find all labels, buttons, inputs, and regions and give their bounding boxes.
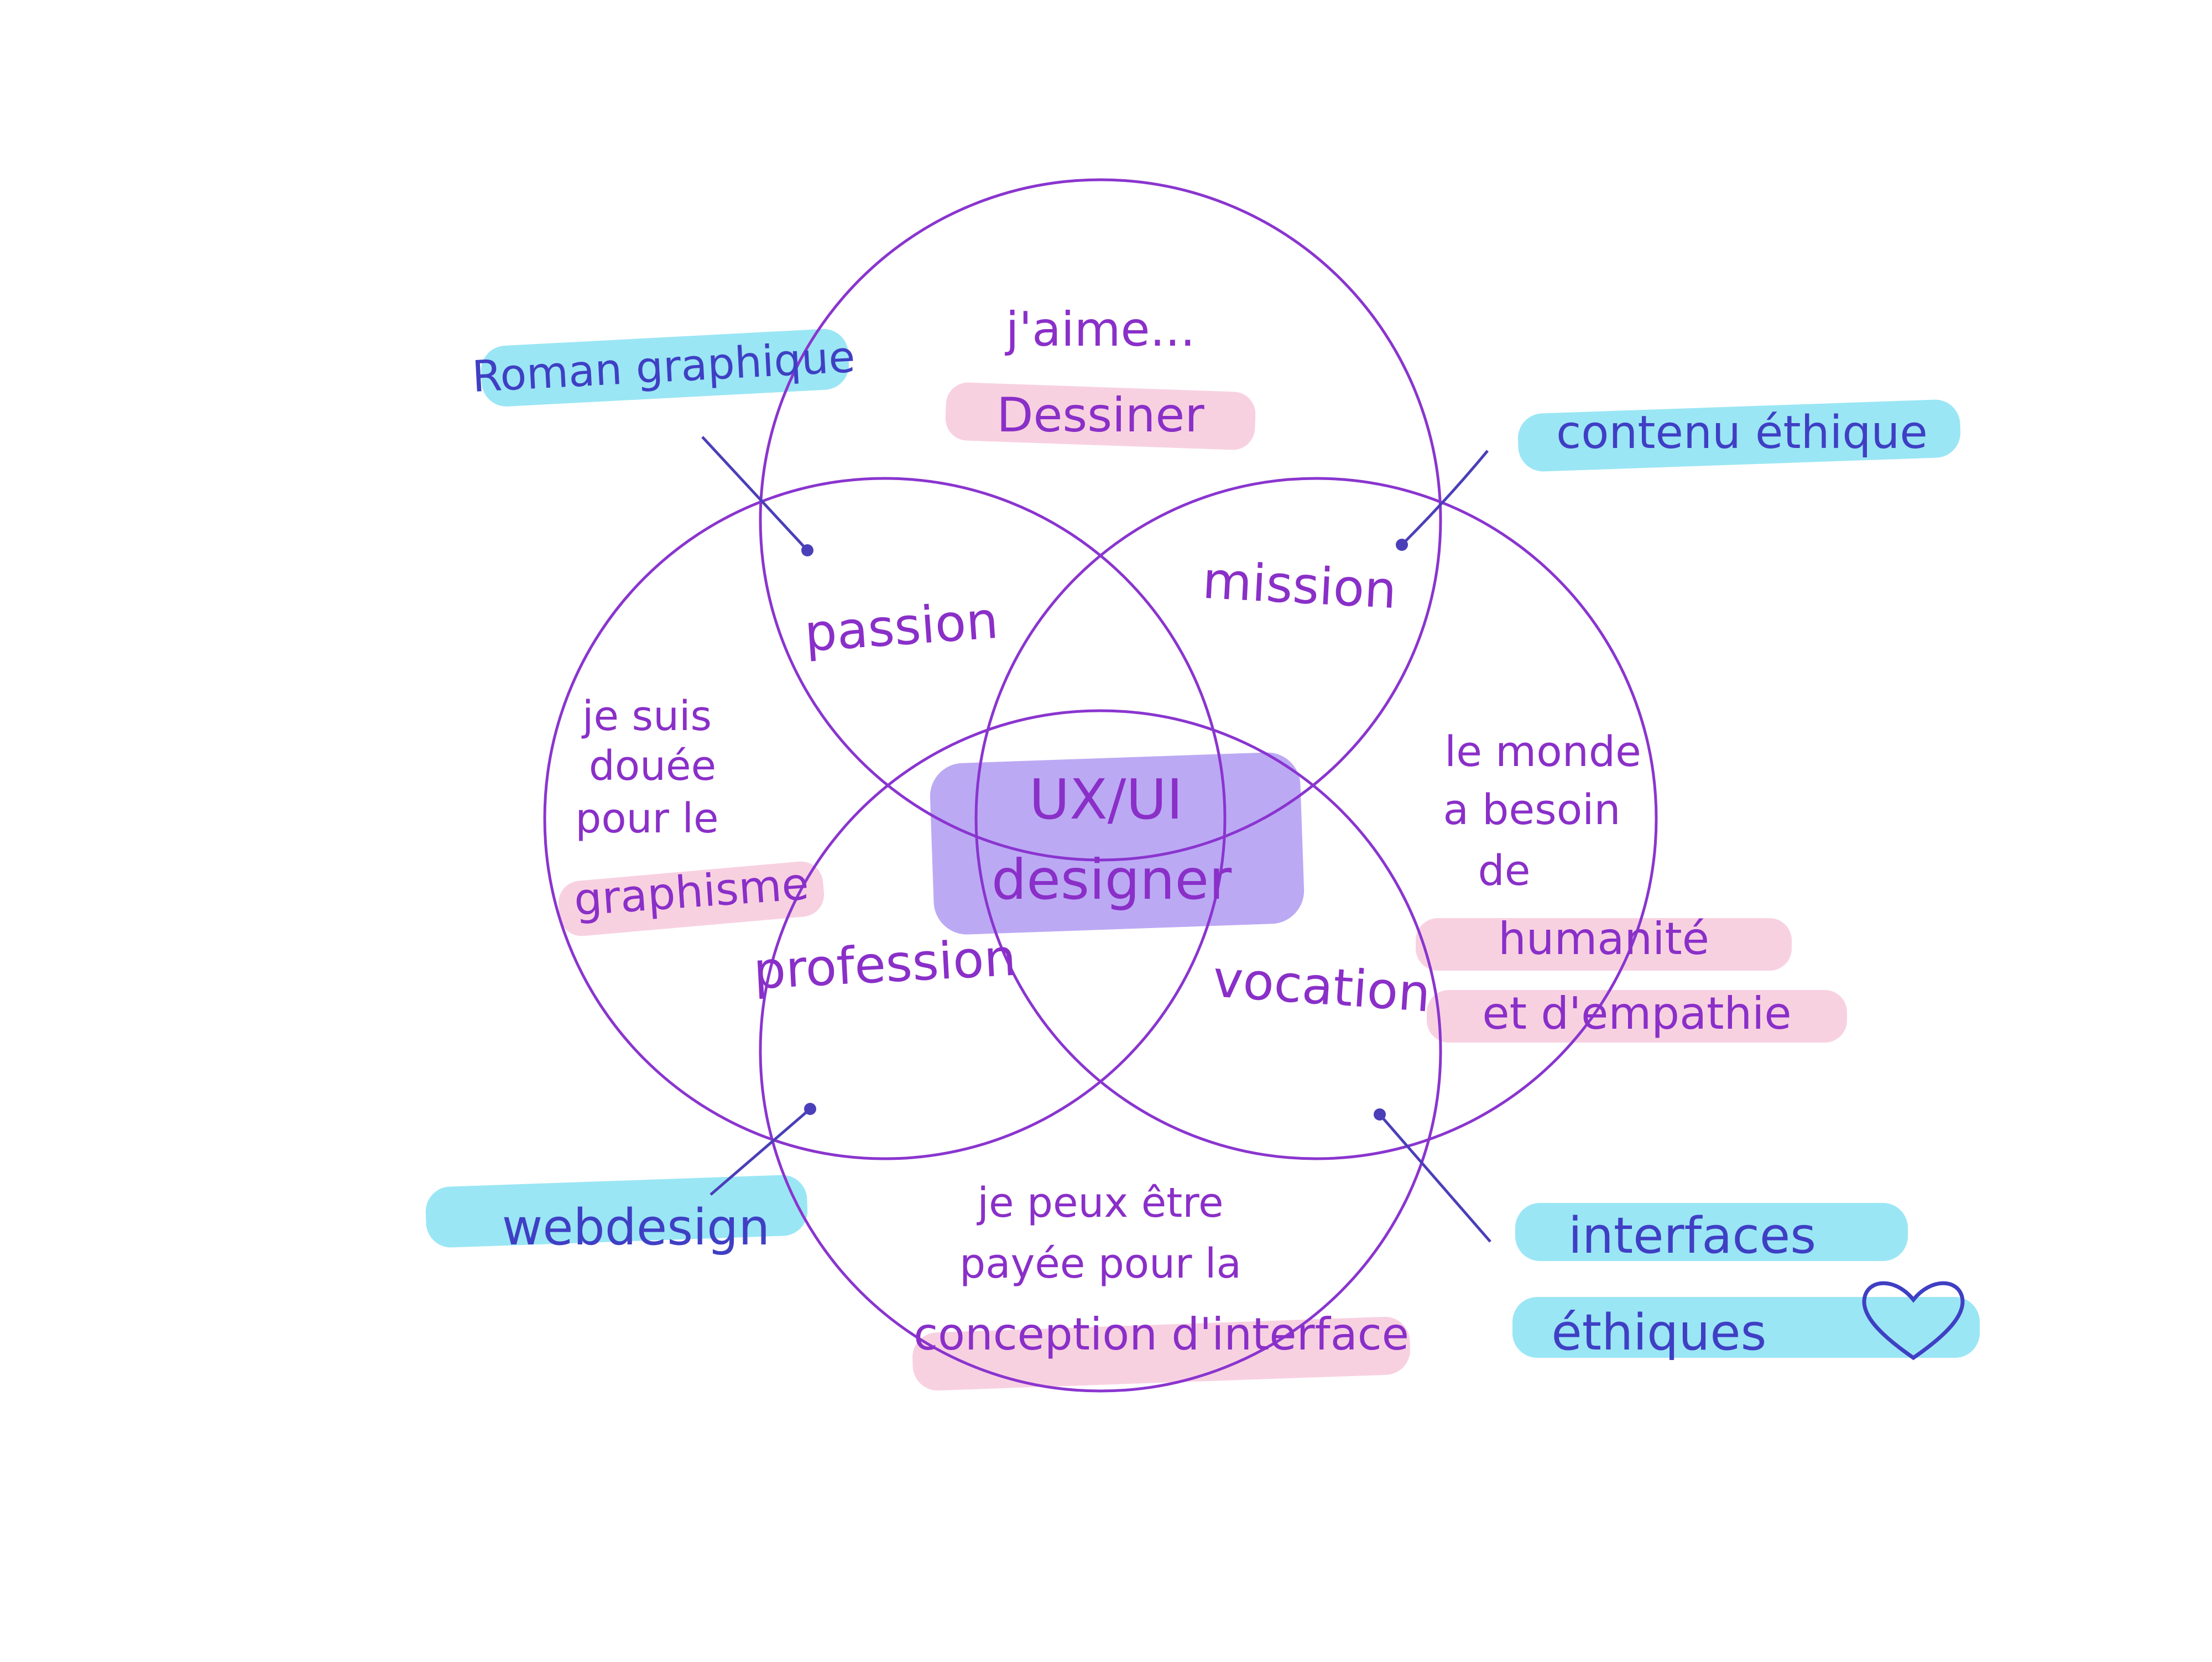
right-line1: le monde	[1444, 727, 1641, 776]
left-line3: pour le	[575, 795, 718, 842]
highlight-dessiner	[945, 382, 1256, 450]
callout-interfaces: interfaces	[1568, 1207, 1816, 1265]
leader-bottom-right	[1379, 1113, 1491, 1243]
leader-top-left	[701, 436, 808, 551]
highlight-ethiques	[1512, 1297, 1980, 1358]
callout-roman-graphique: Roman graphique	[471, 332, 856, 402]
label-profession: profession	[752, 928, 1018, 1001]
circle-bottom	[759, 709, 1442, 1393]
center-line1: UX/UI	[1029, 767, 1183, 832]
highlight-center	[930, 752, 1305, 935]
highlight-graphisme	[558, 861, 825, 936]
label-passion: passion	[802, 591, 1000, 663]
label-mission: mission	[1201, 551, 1398, 620]
right-line3: de	[1478, 846, 1531, 895]
dot-bottom-right	[1374, 1108, 1386, 1121]
highlight-contenu-ethique	[1517, 399, 1961, 472]
bottom-line2: payée pour la	[959, 1240, 1241, 1288]
circle-left	[543, 477, 1227, 1160]
callout-ethiques: éthiques	[1551, 1304, 1766, 1362]
bottom-line1: je peux être	[976, 1179, 1223, 1227]
callout-contenu-ethique: contenu éthique	[1556, 407, 1928, 459]
leader-bottom-left	[709, 1108, 811, 1196]
left-line1: je suis	[581, 692, 712, 740]
right-line5: et d'empathie	[1482, 988, 1791, 1039]
leader-top-right	[1401, 450, 1489, 546]
label-vocation: vocation	[1211, 949, 1432, 1023]
right-line4: humanité	[1498, 913, 1709, 965]
circle-top	[759, 178, 1442, 862]
top-line2: Dessiner	[997, 388, 1204, 443]
highlight-humanite	[1416, 918, 1792, 971]
left-line2: douée	[589, 742, 716, 790]
dot-top-right	[1396, 539, 1408, 551]
center-line2: designer	[992, 847, 1232, 912]
callout-webdesign: webdesign	[502, 1199, 770, 1257]
dot-bottom-left	[804, 1103, 816, 1115]
right-line2: a besoin	[1443, 785, 1620, 834]
circle-right	[974, 477, 1658, 1160]
top-line1: j'aime...	[1005, 302, 1196, 357]
dot-top-left	[801, 544, 813, 556]
highlight-empathie	[1427, 990, 1847, 1043]
bottom-line3: conception d'interface	[914, 1309, 1409, 1360]
highlight-roman-graphique	[481, 329, 849, 407]
highlight-interfaces	[1515, 1203, 1908, 1261]
heart-icon	[1862, 1281, 1965, 1361]
